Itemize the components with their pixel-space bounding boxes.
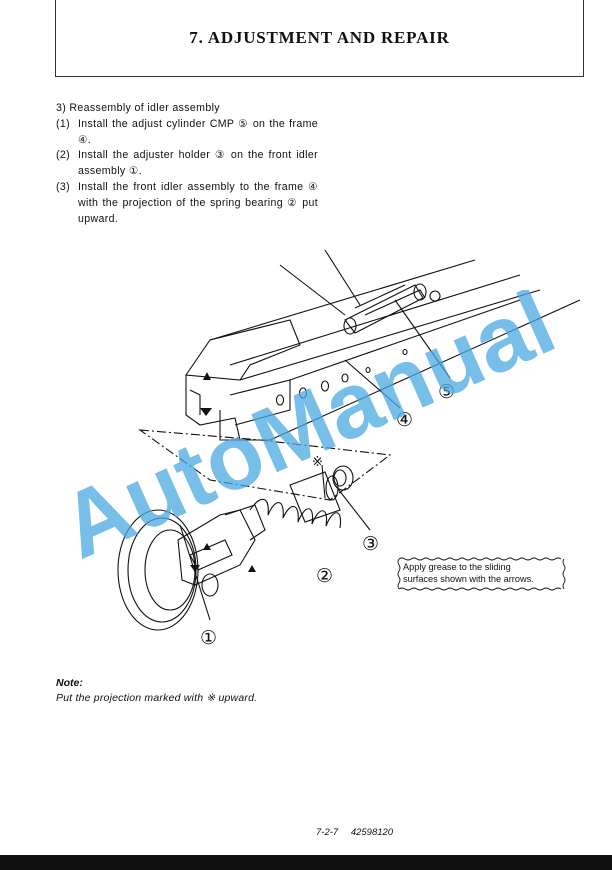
grease-note-box: Apply grease to the sliding surfaces sho… <box>397 557 567 591</box>
wavy-border <box>397 557 566 591</box>
document-number: 42598120 <box>350 827 394 838</box>
page-footer: 7-2-7 42598120 <box>316 827 393 838</box>
callout-2: ② <box>316 565 333 587</box>
step-number: (3) <box>56 180 70 193</box>
bottom-scan-bar <box>0 855 612 870</box>
projection-mark: ※ <box>312 455 323 470</box>
step-text: Install the adjust cylinder CMP ⑤ on the… <box>78 117 318 146</box>
grease-note-line-2: surfaces shown with the arrows. <box>403 573 534 584</box>
page-title: 7. ADJUSTMENT AND REPAIR <box>189 28 450 47</box>
step-2: (2) Install the adjuster holder ③ on the … <box>56 148 318 180</box>
step-3: (3) Install the front idler assembly to t… <box>56 180 318 227</box>
callout-3: ③ <box>362 533 379 555</box>
idler-assembly-diagram: ⑤ ④ ③ ② ① ※ <box>117 249 580 649</box>
note-title: Note: <box>56 677 83 689</box>
step-number: (1) <box>56 117 70 130</box>
grease-note-line-1: Apply grease to the sliding <box>403 562 511 572</box>
page-number: 7-2-7 <box>316 827 339 838</box>
procedure-heading: 3) Reassembly of idler assembly <box>56 102 220 114</box>
header-frame: 7. ADJUSTMENT AND REPAIR <box>55 0 584 77</box>
callout-4: ④ <box>396 409 413 431</box>
callout-1: ① <box>200 627 217 649</box>
step-text: Install the front idler assembly to the … <box>78 180 318 225</box>
step-text: Install the adjuster holder ③ on the fro… <box>78 149 318 178</box>
callout-5: ⑤ <box>438 381 455 403</box>
step-1: (1) Install the adjust cylinder CMP ⑤ on … <box>56 117 318 149</box>
procedure-text: 3) Reassembly of idler assembly (1) Insta… <box>56 101 318 227</box>
step-number: (2) <box>56 149 70 162</box>
note-text: Put the projection marked with ※ upward. <box>56 692 258 704</box>
